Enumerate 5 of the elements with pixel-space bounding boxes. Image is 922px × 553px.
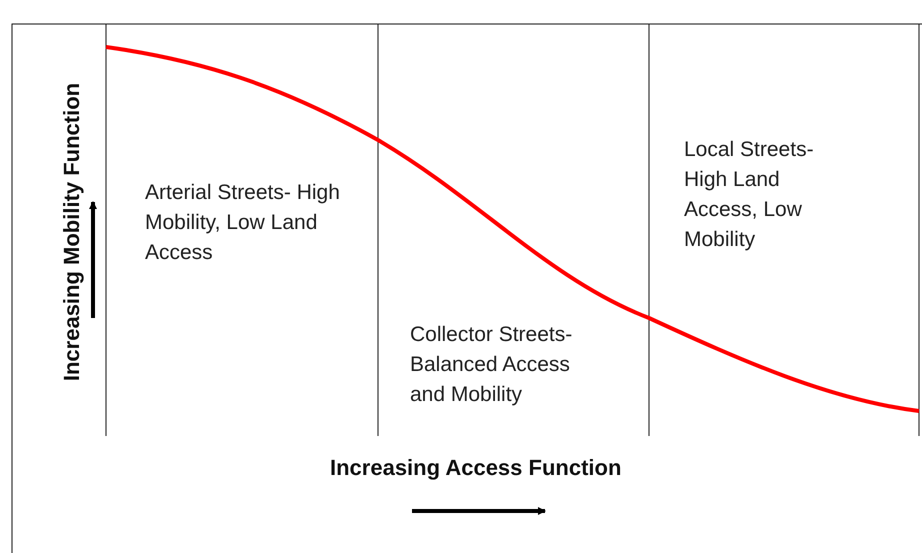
axis-title: Increasing Mobility Function [59, 82, 86, 382]
region-label: Collector Streets- Balanced Access and Mobility [410, 322, 574, 408]
axis-title: Increasing Access Function [330, 455, 622, 481]
region-label: Local Streets- High Land Access, Low Mobility [684, 137, 815, 253]
region-label: Arterial Streets- High Mobility, Low Land Access [145, 180, 341, 266]
